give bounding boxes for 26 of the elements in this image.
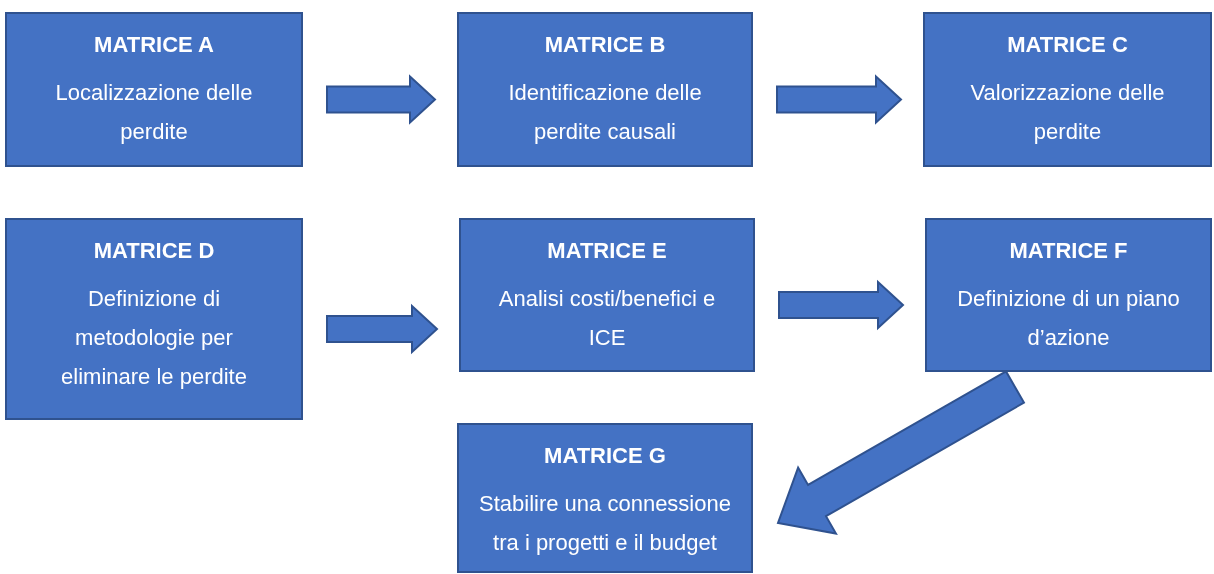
block-arrow [776,74,903,125]
box-title: MATRICE G [544,442,666,470]
box-text: Valorizzazione delle perdite [969,79,1166,146]
block-arrow [326,74,437,125]
box-title: MATRICE B [544,31,666,59]
box-text: Analisi costi/benefici e ICE [497,285,717,352]
box-title: MATRICE D [93,237,215,265]
process-box [925,218,1212,372]
box-text: Definizione di metodologie per eliminare le perdite [60,285,248,391]
block-arrow [776,370,1026,535]
box-title: MATRICE F [1009,237,1128,265]
process-box [5,12,303,167]
process-box [923,12,1212,167]
box-title: MATRICE C [1007,31,1128,59]
box-title: MATRICE E [547,237,667,265]
process-box [5,218,303,420]
box-text: Identificazione delle perdite causali [507,79,703,146]
block-arrow [778,279,905,331]
box-title: MATRICE A [94,31,214,59]
process-box [457,12,753,167]
box-text: Stabilire una connessione tra i progetti e il budget [478,490,732,557]
block-arrow [326,303,439,355]
box-text: Definizione di un piano d’azione [956,285,1181,352]
box-text: Localizzazione delle perdite [54,79,254,146]
process-box [457,423,753,573]
process-box [459,218,755,372]
